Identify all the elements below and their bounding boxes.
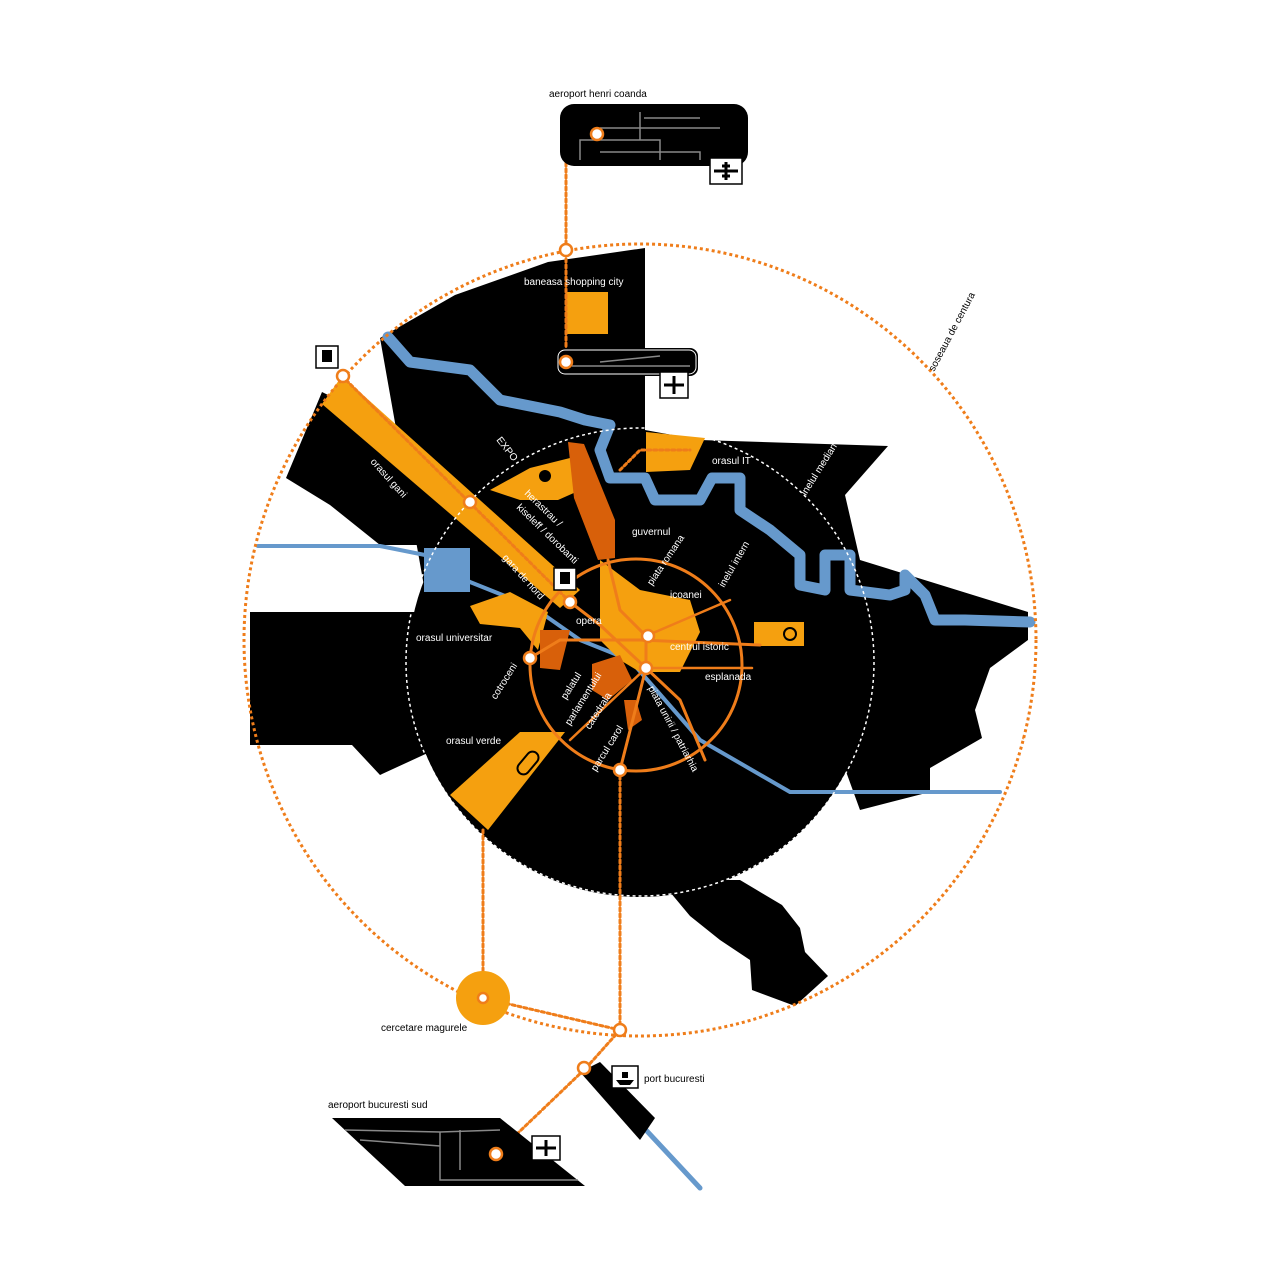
route-cotroceni xyxy=(528,638,762,660)
station-marker xyxy=(638,660,654,676)
label-aeroport-bucuresti-sud: aeroport bucuresti sud xyxy=(328,1100,428,1111)
train-icon xyxy=(315,345,339,369)
airplane-icon xyxy=(659,371,689,399)
lake-morii xyxy=(424,548,470,592)
district-parlament xyxy=(592,655,632,700)
river-colentina xyxy=(382,331,1036,628)
label-soseaua-de-centura: soseaua de centura xyxy=(927,290,978,373)
district-north-strip xyxy=(568,442,615,560)
label-icoanei: icoanei xyxy=(670,590,702,601)
label-esplanada: esplanada xyxy=(705,672,752,683)
station-marker xyxy=(462,494,478,510)
label-port-bucuresti: port bucuresti xyxy=(644,1074,705,1085)
station-marker xyxy=(589,126,605,142)
district-expo xyxy=(490,458,585,500)
district-orasul-it xyxy=(646,432,705,472)
train-icon xyxy=(553,567,577,591)
district-universitar xyxy=(470,592,548,650)
land-south xyxy=(660,880,828,1006)
station-marker xyxy=(476,991,490,1005)
station-marker xyxy=(522,650,538,666)
station-marker xyxy=(576,1060,592,1076)
airplane-icon xyxy=(531,1135,561,1161)
label-orasul-sportiv: orasul sportiv xyxy=(783,650,842,661)
label-aeroport-henri-coanda: aeroport henri coanda xyxy=(549,89,647,100)
port-bucuresti-panel xyxy=(580,1062,655,1140)
label-baneasa: baneasa shopping city xyxy=(524,277,624,288)
label-orasul-it: orasul IT xyxy=(712,456,751,467)
airport-bucuresti-sud-panel xyxy=(332,1118,585,1186)
airplane-icon xyxy=(709,157,743,185)
station-marker xyxy=(562,594,578,610)
land-west xyxy=(250,612,445,775)
label-centrul-istoric: centrul istoric xyxy=(670,642,729,653)
inelul-median-ring xyxy=(405,427,875,897)
label-orasul-verde: orasul verde xyxy=(446,736,501,747)
district-center xyxy=(600,560,700,672)
station-marker xyxy=(612,762,628,778)
station-marker xyxy=(558,354,574,370)
route-spoke-3 xyxy=(568,666,648,742)
district-orasul-verde xyxy=(450,732,565,830)
stations xyxy=(335,126,656,1162)
route-unirii xyxy=(568,600,648,772)
airport-henri-coanda-panel xyxy=(560,104,748,166)
ship-icon xyxy=(611,1065,639,1089)
route-expo xyxy=(618,448,692,472)
station-marker xyxy=(335,368,351,384)
label-aurel-vlaicu: aeroport aurel vlaicu xyxy=(465,338,556,349)
expo-marker xyxy=(539,470,551,482)
station-marker xyxy=(612,1022,628,1038)
route-spoke-1 xyxy=(644,598,732,638)
station-marker xyxy=(558,242,574,258)
label-opera: opera xyxy=(576,616,602,627)
station-marker xyxy=(488,1146,504,1162)
land-northeast xyxy=(700,440,1028,810)
airport-aurel-vlaicu-panel xyxy=(556,348,698,376)
stadium-oval xyxy=(516,750,540,776)
label-cercetare-magurele: cercetare magurele xyxy=(381,1023,468,1034)
stadium-square xyxy=(783,627,797,641)
route-gani xyxy=(340,374,572,604)
soseaua-de-centura-ring xyxy=(242,242,1038,1038)
land-west-upper xyxy=(286,392,480,545)
station-marker xyxy=(640,628,656,644)
label-guvernul: guvernul xyxy=(632,527,670,538)
label-orasul-universitar: orasul universitar xyxy=(416,633,493,644)
route-piata-romana xyxy=(606,558,707,762)
district-baneasa xyxy=(566,292,608,334)
